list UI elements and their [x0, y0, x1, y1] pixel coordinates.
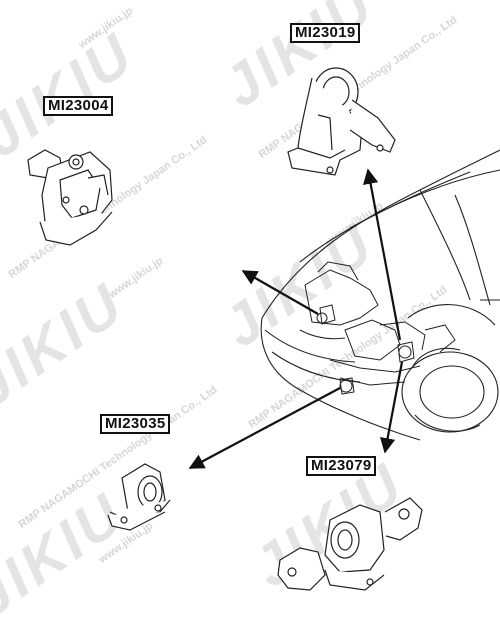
part-illustration-mi23079 [277, 497, 423, 591]
arrow-to-mi23019 [362, 168, 402, 341]
arrows [188, 168, 404, 469]
part-label-mi23019: MI23019 [290, 23, 361, 43]
part-label-mi23035: MI23035 [100, 414, 171, 434]
car-body-outline [260, 149, 500, 441]
arrow-to-mi23035 [188, 387, 341, 469]
part-illustration-mi23035 [107, 463, 171, 531]
arrow-to-mi23079 [380, 361, 404, 454]
part-illustration-mi23004 [27, 149, 113, 246]
arrow-to-mi23004 [241, 270, 319, 315]
engine-compartment [299, 261, 456, 395]
drawing [27, 67, 500, 591]
part-label-mi23004: MI23004 [43, 96, 114, 116]
part-label-mi23079: MI23079 [306, 456, 377, 476]
part-illustration-mi23019 [287, 67, 396, 176]
